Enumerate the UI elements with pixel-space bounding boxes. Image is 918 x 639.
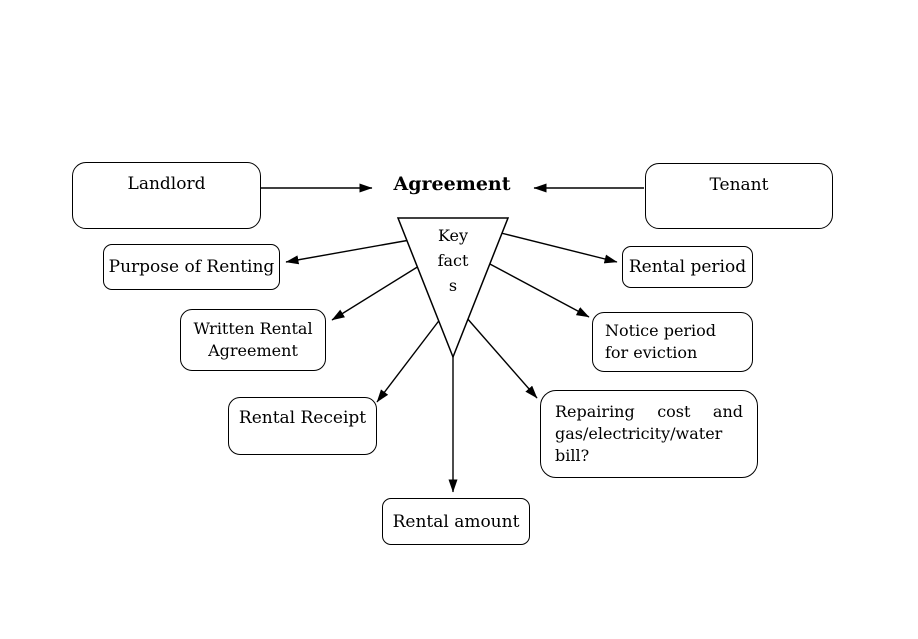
edge-keyfacts-to-repairing-cost-arrow [465,316,538,399]
purpose-of-renting-label: Purpose of Renting [108,257,275,277]
node-tenant: Tenant [645,163,833,229]
node-landlord: Landlord [72,162,261,229]
key-facts-line-1: Key [437,226,469,245]
agreement-title: Agreement [393,173,511,195]
node-written-rental-agreement: Written Rental Agreement [180,309,326,371]
edge-keyfacts-to-notice-period-arrow [487,262,590,318]
node-rental-amount: Rental amount [382,498,530,545]
node-rental-receipt: Rental Receipt [228,397,377,455]
repairing-cost-label: Repairing cost and gas/electricity/water… [555,402,743,465]
edge-keyfacts-to-rental-receipt-arrow [376,317,442,403]
node-notice-period-for-eviction: Notice period for eviction [592,312,753,372]
written-rental-agreement-label: Written Rental Agreement [193,319,313,360]
rental-receipt-label: Rental Receipt [238,408,367,428]
key-facts-line-2: fact [437,251,469,270]
node-rental-period: Rental period [622,246,753,288]
node-repairing-cost: Repairing cost and gas/electricity/water… [540,390,758,478]
tenant-label: Tenant [709,175,769,195]
rental-period-label: Rental period [628,257,747,277]
edge-keyfacts-to-written-rental-arrow [331,265,420,321]
key-facts-label: Key fact s [408,223,498,298]
edge-keyfacts-to-purpose-arrow [285,239,411,265]
node-purpose-of-renting: Purpose of Renting [103,244,280,290]
landlord-label: Landlord [127,174,206,194]
key-facts-triangle [396,217,510,360]
notice-period-for-eviction-label: Notice period for eviction [605,321,717,362]
rental-amount-label: Rental amount [392,511,520,532]
edge-keyfacts-to-rental-period-arrow [500,232,618,264]
key-facts-line-3: s [448,276,458,295]
